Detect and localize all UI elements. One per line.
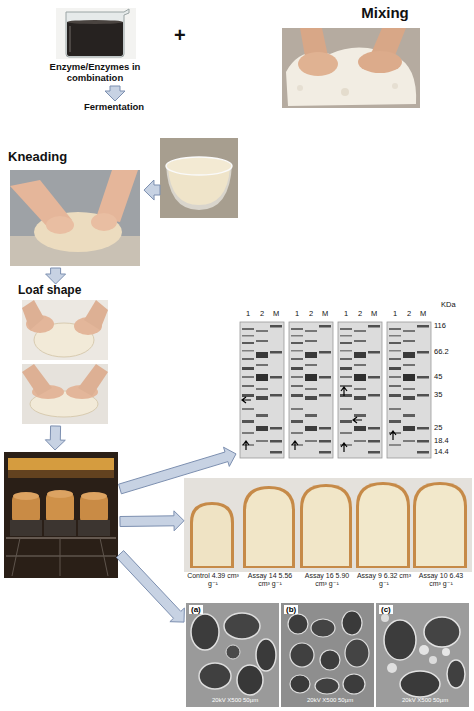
loaf-shape-panel: Loaf shape [8,284,144,426]
micrograph-label: 20kV X500 50µm [402,697,448,704]
gel-label: M [271,310,281,319]
gel-label: 2 [257,310,267,319]
sds-page-gels [240,322,431,458]
mixing-panel: Mixing [272,4,428,110]
micrograph-label: (b) [284,605,298,614]
kneading-photo [10,170,140,266]
oven-photo [4,452,118,578]
gel-label: 66.2 [434,348,468,357]
gel-panel: 12M12M12M12M11666.245352518.414.4KDa [236,300,470,462]
flow-arrow [46,268,66,284]
gel-label: 2 [355,310,365,319]
gel-label: M [320,310,330,319]
flow-arrow [144,180,160,200]
bread-slices-photo [184,478,472,572]
micrograph-label: 20kV X500 50µm [212,697,258,704]
volume-label: Assay 16 5.90 cm³ g⁻¹ [299,572,355,588]
gel-label: 1 [243,310,253,319]
gel-label: 2 [306,310,316,319]
micrograph-label: (a) [189,605,203,614]
gel-label: 116 [434,322,468,331]
bread-panel: Control 4.39 cm³ g⁻¹Assay 14 5.56 cm³ g⁻… [184,478,472,600]
step-heading: Mixing [342,4,428,21]
micrograph-label: (c) [379,605,393,614]
enzyme-panel: Enzyme/Enzymes in combination [38,8,152,86]
gel-label: 35 [434,391,468,400]
flow-arrow [105,86,125,101]
beaker-photo [56,8,136,59]
sem-panel: (a) 20kV X500 50µm (b) 20kV X500 50µm (c) 20k… [184,602,472,708]
micrograph-label: 20kV X500 50µm [307,697,353,704]
loaf-shaping-photos [22,300,108,424]
step-heading: Fermentation [84,102,144,113]
gel-label: M [418,310,428,319]
gel-label: 14.4 [434,448,468,457]
volume-label: Assay 9 6.32 cm³ g⁻¹ [356,572,412,588]
plus-sign: + [174,24,186,47]
gel-label: 2 [404,310,414,319]
mixing-photo [282,28,420,108]
flow-arrow [116,551,184,623]
gel-label: 1 [341,310,351,319]
gel-label: 18.4 [434,437,468,446]
step-heading: Kneading [8,150,67,165]
volume-label: Control 4.39 cm³ g⁻¹ [185,572,241,588]
volume-label: Assay 14 5.56 cm³ g⁻¹ [242,572,298,588]
kneading-panel: Kneading [8,150,144,268]
gel-label: KDa [441,301,456,310]
gel-label: 1 [292,310,302,319]
gel-label: 25 [434,424,468,433]
panel-caption: Enzyme/Enzymes in combination [38,62,152,84]
flow-arrow [120,511,184,531]
sem-micrographs [186,603,469,707]
fermentation-photo [160,138,238,218]
gel-label: 45 [434,373,468,382]
gel-label: 1 [390,310,400,319]
oven-panel [4,450,120,580]
gel-label: M [369,310,379,319]
step-heading: Loaf shape [18,284,81,298]
fermentation-panel: Fermentation [160,138,240,218]
flow-arrow [119,447,236,494]
volume-label: Assay 10 6.43 cm³ g⁻¹ [413,572,469,588]
flow-arrow [45,426,65,450]
